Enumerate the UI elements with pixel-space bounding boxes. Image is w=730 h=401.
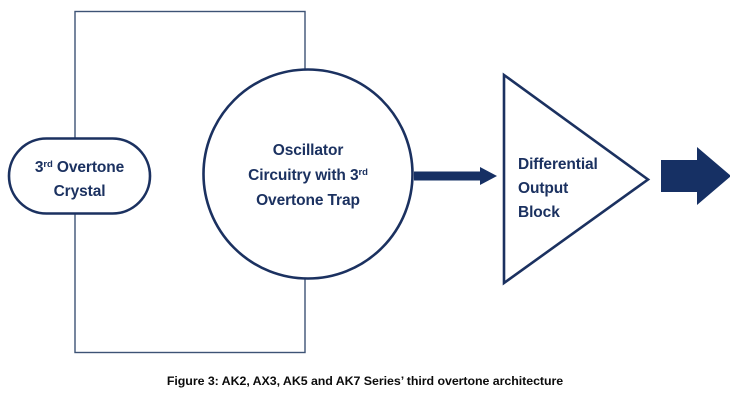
output-block-label-line3: Block bbox=[518, 204, 560, 221]
output-block-label-line2: Output bbox=[518, 180, 568, 197]
output-to-external-block-arrow bbox=[661, 147, 730, 205]
output-block-shape bbox=[502, 72, 651, 286]
oscillator-label-circuitry: Circuitry with 3 bbox=[248, 167, 359, 184]
crystal-block-label-line2: Crystal bbox=[54, 183, 106, 200]
figure-caption: Figure 3: AK2, AX3, AK5 and AK7 Series’ … bbox=[166, 374, 564, 388]
crystal-label-superscript: rd bbox=[43, 159, 53, 170]
crystal-block-label-line1: 3rd Overtone bbox=[35, 159, 125, 176]
output-block-label-line1: Differential bbox=[518, 156, 598, 173]
oscillator-to-output-arrow bbox=[414, 167, 497, 185]
oscillator-label-superscript: rd bbox=[359, 167, 369, 178]
crystal-block-shape bbox=[7, 137, 152, 215]
oscillator-block-label-line3: Overtone Trap bbox=[256, 192, 360, 209]
crystal-label-overtone: Overtone bbox=[53, 159, 125, 176]
oscillator-block-label-line2: Circuitry with 3rd bbox=[248, 167, 368, 184]
oscillator-block-shape bbox=[202, 68, 414, 280]
oscillator-block-label-line1: Oscillator bbox=[273, 142, 344, 159]
crystal-label-3: 3 bbox=[35, 159, 44, 176]
